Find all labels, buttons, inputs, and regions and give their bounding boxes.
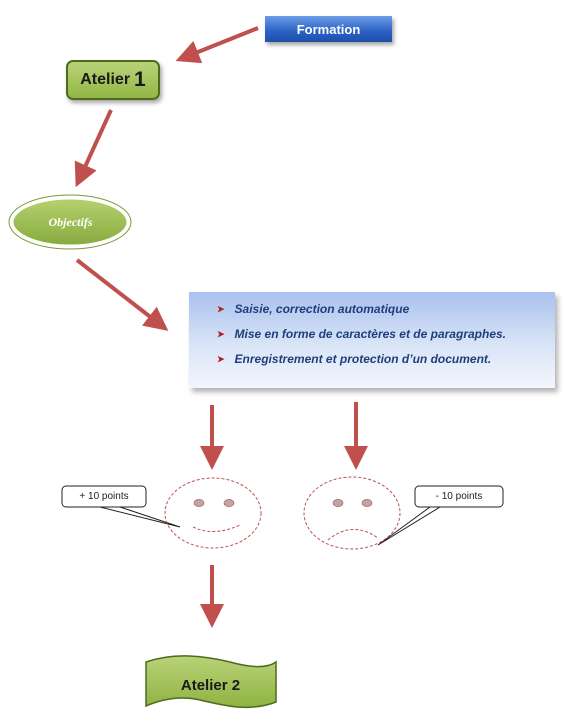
- atelier2-wave-banner: [145, 655, 277, 709]
- callout-plus-box: [61, 485, 147, 508]
- objective-text: Mise en forme de caractères et de paragr…: [234, 327, 506, 341]
- smiley-sad-mouth: [327, 529, 379, 541]
- arrowhead-bullet-icon: ➤: [217, 328, 225, 339]
- callout-plus-tail: [99, 506, 181, 528]
- atelier1-number: 1: [134, 68, 146, 91]
- smiley-happy-mouth: [192, 524, 241, 532]
- objective-text: Enregistrement et protection d’un docume…: [234, 352, 492, 366]
- objectives-list: ➤ Saisie, correction automatique ➤ Mise en…: [217, 302, 555, 366]
- formation-label: Formation: [296, 21, 361, 37]
- arrowhead-bullet-icon: ➤: [217, 303, 225, 314]
- callout-minus-box: [414, 485, 504, 508]
- smiley-sad-eye-right: [361, 499, 373, 507]
- objectifs-node: Objectifs: [12, 197, 129, 247]
- smiley-sad: [303, 476, 401, 550]
- callout-plus: + 10 points: [62, 486, 146, 507]
- callout-minus-tail: [377, 506, 441, 546]
- callout-plus-label: + 10 points: [79, 491, 129, 502]
- arrow-objectifs-to-bullets: [75, 258, 169, 331]
- arrow-atelier1-to-objectifs: [74, 109, 113, 188]
- objectives-list-box: ➤ Saisie, correction automatique ➤ Mise en…: [189, 292, 555, 388]
- smiley-happy: [164, 477, 262, 549]
- arrow-formation-to-atelier1: [175, 26, 259, 64]
- objective-item: ➤ Saisie, correction automatique: [217, 302, 555, 316]
- objectifs-oval-outline: [8, 194, 132, 250]
- objectifs-oval: [10, 196, 130, 248]
- formation-box: Formation: [265, 16, 392, 42]
- objectifs-label: Objectifs: [48, 214, 93, 229]
- smiley-happy-eye-right: [223, 499, 235, 507]
- callout-minus-label: - 10 points: [435, 491, 483, 502]
- smiley-sad-eye-left: [332, 499, 344, 507]
- atelier1-box: Atelier 1: [66, 60, 160, 100]
- objective-item: ➤ Mise en forme de caractères et de parag…: [217, 327, 555, 341]
- smiley-happy-eye-left: [193, 499, 205, 507]
- arrowhead-bullet-icon: ➤: [217, 353, 225, 364]
- atelier2-node: Atelier 2: [144, 661, 277, 709]
- objective-text: Saisie, correction automatique: [234, 302, 410, 316]
- atelier1-word: Atelier: [80, 71, 131, 88]
- callout-minus: - 10 points: [415, 486, 503, 507]
- objective-item: ➤ Enregistrement et protection d’un docum…: [217, 352, 555, 366]
- atelier2-label: Atelier 2: [180, 676, 241, 694]
